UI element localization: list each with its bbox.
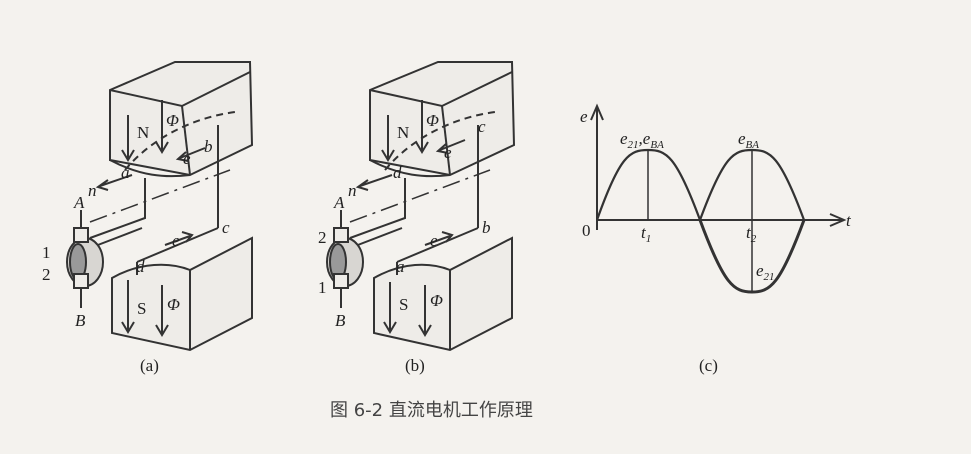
flux-top-label-a: Φ [166,111,179,130]
trough-label: e21 [756,261,775,283]
pole-s-block-b [373,236,513,352]
panel-b [326,61,516,352]
coil-d-label-a: d [136,257,145,276]
brush-a-label-b: A [333,193,345,212]
peak1-label: e21,eBA [620,129,664,151]
t2-label: t2 [746,223,757,245]
segment-2-label-b: 2 [318,228,327,247]
y-axis-label: e [580,107,588,126]
segment-1-label-b: 1 [318,278,327,297]
pole-s-label-a: S [137,299,146,318]
figure-caption: 图 6-2 直流电机工作原理 [330,400,533,421]
panel-a-label: (a) [140,356,159,375]
flux-top-label-b: Φ [426,111,439,130]
x-axis-label: t [846,211,852,230]
coil-d-label-b: d [393,163,402,182]
panel-a [66,61,254,352]
pole-s-block-a [111,236,253,352]
pole-n-label-a: N [137,123,149,142]
panel-c-label: (c) [699,356,718,375]
brush-a-label-a: A [73,193,85,212]
rotation-label-b: n [348,181,357,200]
panel-b-label: (b) [405,356,425,375]
pole-s-label-b: S [399,295,408,314]
coil-loop-a [124,111,236,171]
segment-2-label-a: 2 [42,265,51,284]
coil-a-label-a: a [121,163,130,182]
coil-c-label-a: c [222,218,230,237]
coil-b-label-a: b [204,137,213,156]
y-axis [590,103,604,230]
flux-bottom-label-a: Φ [167,295,180,314]
emf-bottom-label-a: e [172,231,180,250]
emf-bottom-label-b: e [430,231,438,250]
peak2-label: eBA [738,129,759,151]
panel-c [590,103,847,294]
brush-b-label-a: B [75,311,86,330]
t1-label: t1 [641,223,651,245]
emf-top-label-b: e [444,143,452,162]
pole-n-label-b: N [397,123,409,142]
coil-loop-b [384,111,496,171]
segment-1-label-a: 1 [42,243,51,262]
coil-c-label-b: c [478,117,486,136]
emf-top-label-a: e [183,149,191,168]
brush-b-label-b: B [335,311,346,330]
coil-b-label-b: b [482,218,491,237]
flux-bottom-label-b: Φ [430,291,443,310]
commutator-b [326,210,364,308]
origin-label: 0 [582,221,591,240]
coil-a-label-b: a [396,257,405,276]
commutator-a [66,210,104,308]
pole-n-block-b [369,61,516,177]
x-axis [597,213,847,227]
rotation-label-a: n [88,181,97,200]
